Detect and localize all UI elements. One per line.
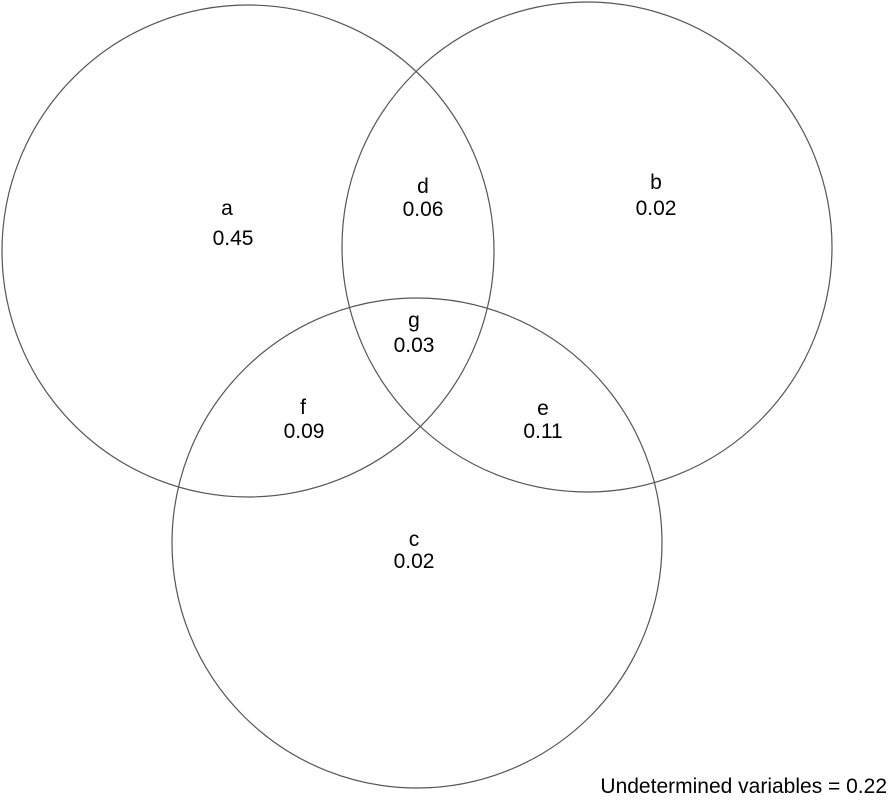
region-c-value: 0.02 bbox=[394, 550, 435, 573]
circle-a bbox=[1, 4, 495, 498]
region-b-value: 0.02 bbox=[636, 197, 677, 220]
region-d-value: 0.06 bbox=[403, 198, 444, 221]
region-f-label: f bbox=[300, 396, 306, 419]
region-f-value: 0.09 bbox=[284, 420, 325, 443]
region-e-value: 0.11 bbox=[523, 420, 562, 443]
circle-b bbox=[341, 1, 833, 493]
region-a-value: 0.45 bbox=[213, 227, 254, 250]
circle-c bbox=[171, 297, 663, 789]
region-a-label: a bbox=[221, 197, 233, 220]
region-e-label: e bbox=[537, 397, 549, 420]
region-d-label: d bbox=[417, 175, 429, 198]
region-c-label: c bbox=[409, 528, 420, 551]
region-g-value: 0.03 bbox=[394, 334, 435, 357]
region-g-label: g bbox=[408, 309, 420, 332]
undetermined-variables-note: Undetermined variables = 0.22 bbox=[600, 775, 887, 798]
region-b-label: b bbox=[650, 171, 662, 194]
